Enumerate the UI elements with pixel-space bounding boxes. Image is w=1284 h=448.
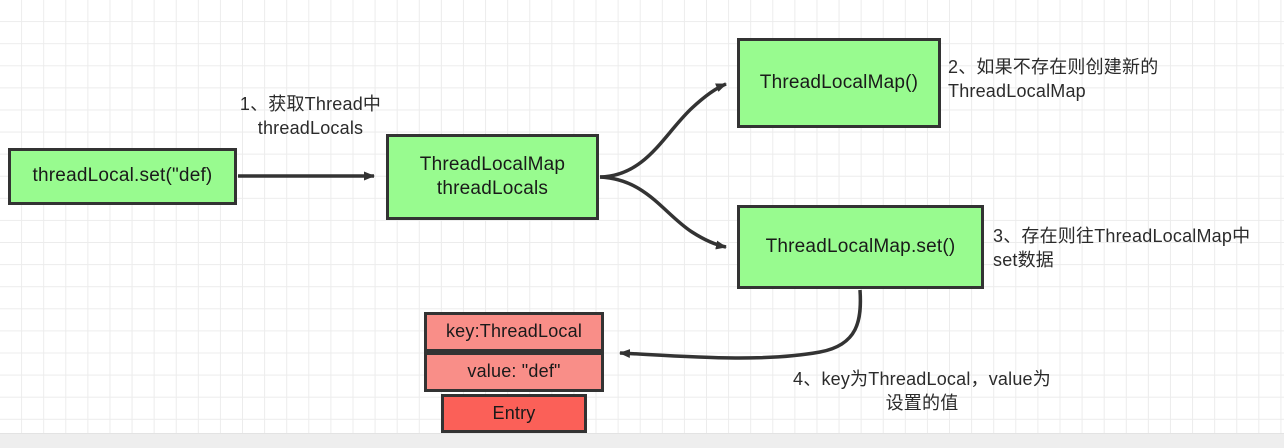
node-threadlocalmap-threadlocals[interactable]: ThreadLocalMap threadLocals [386, 134, 599, 220]
edge-threadlocals-to-set [599, 175, 727, 250]
node-threadlocal-set[interactable]: threadLocal.set("def) [8, 148, 237, 205]
edge-label-step-2: 2、如果不存在则创建新的 ThreadLocalMap [948, 57, 1159, 102]
edge-set-to-entry [619, 289, 863, 360]
horizontal-scrollbar-track[interactable] [0, 433, 1284, 448]
node-entry-value[interactable]: value: "def" [424, 352, 604, 392]
node-threadlocalmap-set[interactable]: ThreadLocalMap.set() [737, 205, 984, 289]
node-entry-label[interactable]: Entry [441, 394, 587, 433]
node-threadlocalmap-constructor[interactable]: ThreadLocalMap() [737, 38, 941, 128]
edge-label-step-3: 3、存在则往ThreadLocalMap中 set数据 [993, 226, 1251, 271]
edge-label-step-1: 1、获取Thread中 threadLocals [239, 94, 382, 139]
edge-threadlocals-to-ctor [599, 82, 727, 179]
edge-label-step-4: 4、key为ThreadLocal，value为 设置的值 [793, 369, 1051, 414]
node-entry-key[interactable]: key:ThreadLocal [424, 312, 604, 352]
